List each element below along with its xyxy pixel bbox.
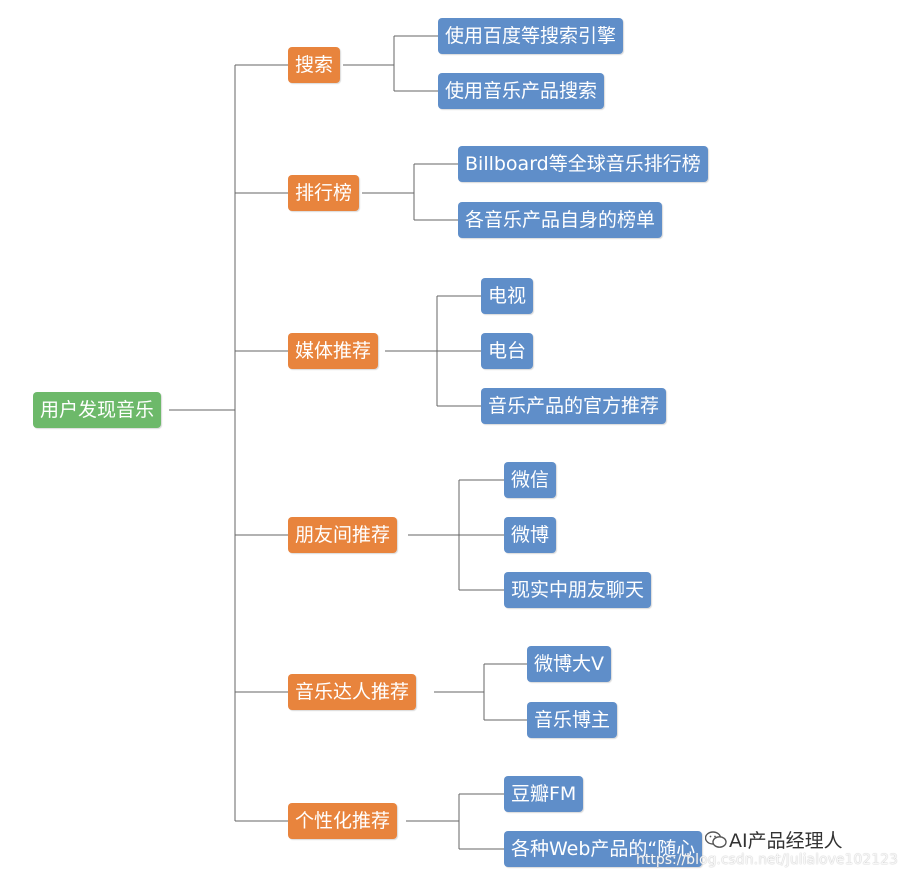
category-media: 媒体推荐 [288,333,379,369]
category-experts: 音乐达人推荐 [288,674,417,710]
leaf-weibo: 微博 [504,517,557,553]
category-ranking: 排行榜 [288,175,360,211]
category-friends: 朋友间推荐 [288,517,398,553]
leaf-radio: 电台 [481,333,534,369]
category-search: 搜索 [288,47,341,83]
leaf-web-random: 各种Web产品的“随心 [504,831,703,867]
root-node: 用户发现音乐 [33,392,162,428]
url-watermark: https://blog.csdn.net/Julialove102123 [636,852,898,868]
category-personalized: 个性化推荐 [288,803,398,839]
leaf-official-recommend: 音乐产品的官方推荐 [481,388,667,424]
leaf-global-charts: Billboard等全球音乐排行榜 [458,146,708,182]
leaf-offline-chat: 现实中朋友聊天 [504,572,652,608]
leaf-wechat: 微信 [504,462,557,498]
wechat-watermark: AI产品经理人 [704,826,843,853]
watermark-text: AI产品经理人 [729,830,843,852]
leaf-douban-fm: 豆瓣FM [504,776,584,812]
wechat-icon [704,831,727,849]
leaf-search-engine: 使用百度等搜索引擎 [438,18,624,54]
leaf-weibo-influencer: 微博大V [527,646,611,682]
leaf-tv: 电视 [481,278,534,314]
leaf-music-blogger: 音乐博主 [527,702,618,738]
leaf-music-app-search: 使用音乐产品搜索 [438,73,605,109]
leaf-app-charts: 各音乐产品自身的榜单 [458,202,663,238]
